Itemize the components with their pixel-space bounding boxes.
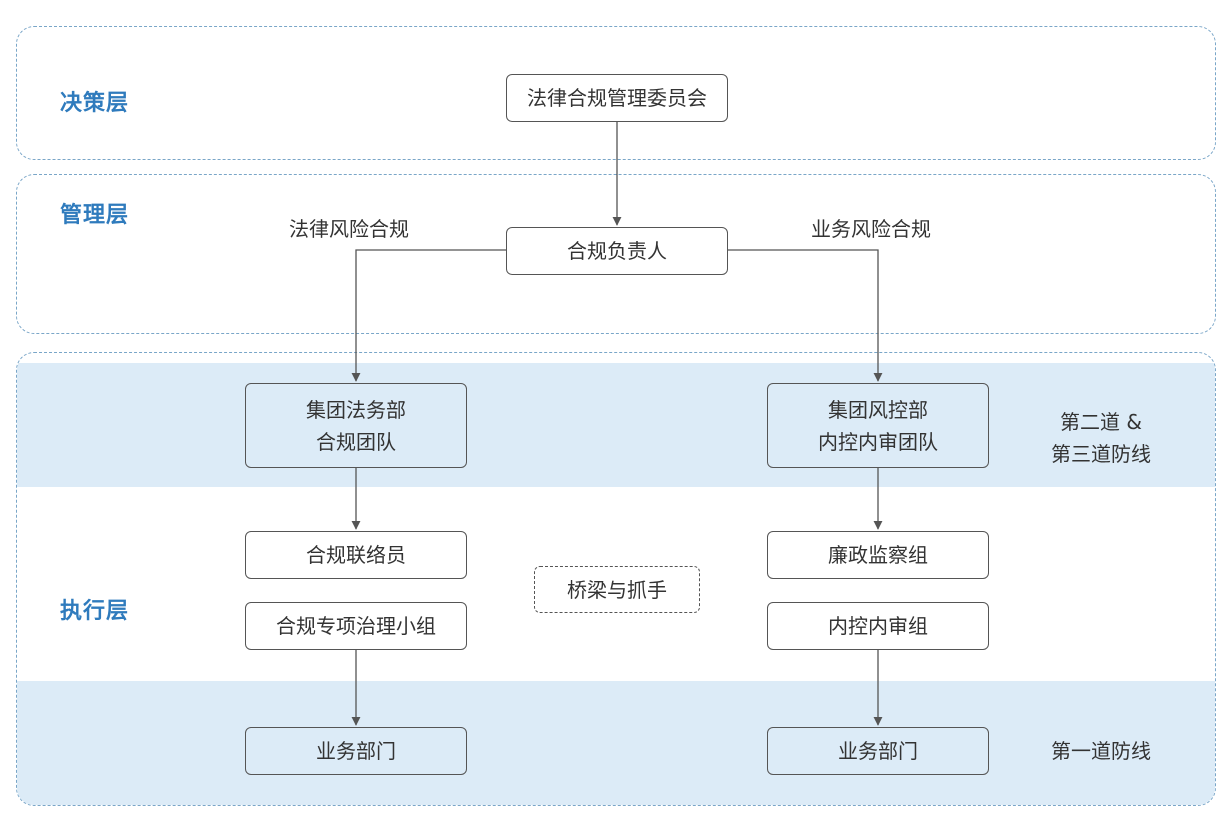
audit-group-label: 内控内审组 <box>828 614 928 638</box>
second-third-defense-band <box>17 363 1215 487</box>
first-defense-label: 第一道防线 <box>1051 739 1151 763</box>
management-layer-label: 管理层 <box>60 203 130 228</box>
legal-dept-line1: 集团法务部 <box>306 397 406 422</box>
decision-layer-label: 决策层 <box>60 91 130 116</box>
second-third-defense-line1: 第二道 & <box>1060 410 1142 434</box>
risk-dept-line2: 内控内审团队 <box>818 429 938 454</box>
execution-layer-label: 执行层 <box>60 599 130 624</box>
committee-node: 法律合规管理委员会 <box>506 74 728 122</box>
decision-layer <box>16 26 1216 160</box>
compliance-head-node: 合规负责人 <box>506 227 728 275</box>
bridge-node: 桥梁与抓手 <box>534 566 700 613</box>
liaison-label: 合规联络员 <box>306 543 406 567</box>
risk-dept-node: 集团风控部 内控内审团队 <box>767 383 989 468</box>
integrity-group-label: 廉政监察组 <box>828 543 928 567</box>
audit-group-node: 内控内审组 <box>767 602 989 650</box>
business-left-node: 业务部门 <box>245 727 467 775</box>
integrity-group-node: 廉政监察组 <box>767 531 989 579</box>
compliance-head-label: 合规负责人 <box>567 239 667 263</box>
second-third-defense-label: 第二道 & 第三道防线 <box>1036 406 1166 470</box>
committee-label: 法律合规管理委员会 <box>527 86 707 110</box>
second-third-defense-line2: 第三道防线 <box>1051 442 1151 466</box>
business-left-label: 业务部门 <box>316 739 396 763</box>
management-layer <box>16 174 1216 334</box>
bridge-label: 桥梁与抓手 <box>567 577 667 602</box>
business-right-label: 业务部门 <box>838 739 918 763</box>
legal-dept-line2: 合规团队 <box>316 429 396 454</box>
special-group-node: 合规专项治理小组 <box>245 602 467 650</box>
legal-dept-node: 集团法务部 合规团队 <box>245 383 467 468</box>
execution-layer <box>16 352 1216 806</box>
business-right-node: 业务部门 <box>767 727 989 775</box>
first-defense-band <box>17 681 1215 805</box>
business-risk-branch-label: 业务风险合规 <box>811 217 931 241</box>
risk-dept-line1: 集团风控部 <box>828 397 928 422</box>
legal-risk-branch-label: 法律风险合规 <box>289 217 409 241</box>
liaison-node: 合规联络员 <box>245 531 467 579</box>
special-group-label: 合规专项治理小组 <box>276 614 436 638</box>
